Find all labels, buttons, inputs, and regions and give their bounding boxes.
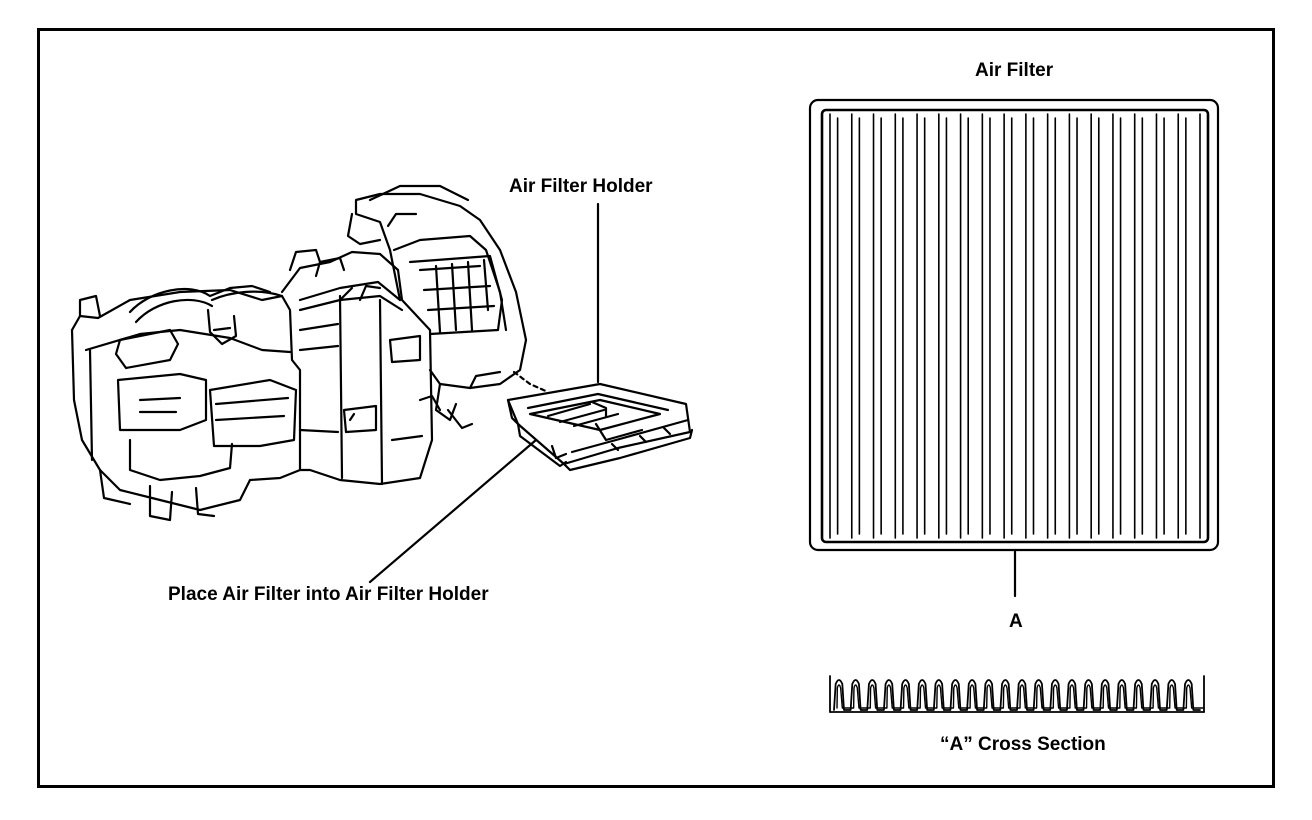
hvac-unit-illustration: [70, 184, 550, 522]
cross-section-illustration: [829, 675, 1205, 713]
air-filter-illustration: [808, 98, 1220, 552]
section-marker-label: A: [1009, 611, 1023, 632]
air-filter-title: Air Filter: [975, 60, 1054, 81]
instruction-leader-line: [368, 438, 538, 584]
air-filter-holder-label: Air Filter Holder: [509, 176, 653, 197]
placement-instruction-label: Place Air Filter into Air Filter Holder: [168, 584, 489, 605]
air-filter-holder-illustration: [506, 382, 694, 472]
cross-section-label: “A” Cross Section: [940, 734, 1106, 755]
diagram-frame: [37, 28, 1275, 788]
